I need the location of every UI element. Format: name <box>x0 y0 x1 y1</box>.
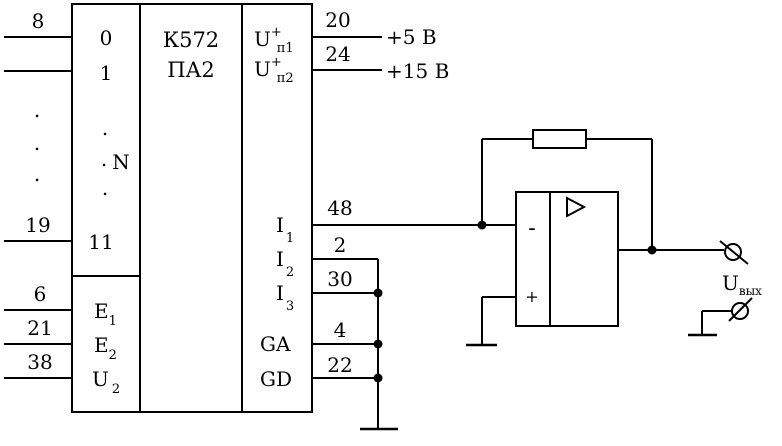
junction-dot-22 <box>373 373 383 383</box>
output-terminal <box>724 243 742 261</box>
chip-name-line1: К572 <box>163 28 219 52</box>
output-label-i3: I3 <box>276 281 294 314</box>
input-label-e1-sub: 1 <box>109 314 117 329</box>
chip-name-line2: ПА2 <box>167 58 215 82</box>
pin-number-21: 21 <box>27 316 52 340</box>
pin-number-38: 38 <box>27 350 52 374</box>
supply-label-up2-sub: п2 <box>277 71 294 86</box>
right-pin-leads <box>312 36 516 431</box>
output-label-i3-sub: 3 <box>286 299 294 314</box>
left-pin-leads <box>4 36 72 379</box>
junction-dot-output <box>647 245 657 255</box>
supply-plus5-label: +5 В <box>386 25 437 49</box>
input-label-e2: E2 <box>94 333 117 363</box>
pin-number-22: 22 <box>327 353 352 377</box>
junction-dot-30 <box>373 288 383 298</box>
output-terminal-slash <box>719 240 749 265</box>
opamp-body <box>515 191 619 327</box>
pin-number-30: 30 <box>327 267 352 291</box>
pin-ellipsis-dot-1: . <box>34 98 40 122</box>
ground-terminal-slash <box>728 297 753 322</box>
opamp-inverting-sign: - <box>528 216 535 241</box>
supply-label-up2: U+п2 <box>254 55 294 86</box>
ground-label-gd: GD <box>260 367 292 391</box>
input-label-e1: E1 <box>94 299 117 329</box>
pin-number-6: 6 <box>34 282 47 306</box>
dac-chip: К572 ПА2 <box>71 3 313 413</box>
input-ellipsis-dot-3: . <box>102 176 108 200</box>
output-label-i1-main: I <box>276 213 284 237</box>
pin-number-20: 20 <box>325 8 350 32</box>
input-label-bit11: 11 <box>88 230 113 254</box>
output-voltage-label-main: U <box>722 271 739 295</box>
supply-label-up1: U+п1 <box>254 25 294 56</box>
output-voltage-label-sub: вых <box>739 284 762 298</box>
output-voltage-label: Uвых <box>722 271 762 298</box>
junction-dot-inverting-input <box>477 220 487 230</box>
opamp-noninverting-sign: + <box>525 287 538 306</box>
opamp-stage: - + Uвых <box>466 129 762 347</box>
input-label-bitN: N <box>112 150 130 174</box>
output-label-i1-sub: 1 <box>286 231 294 246</box>
supply-label-up1-sup: + <box>271 25 282 40</box>
feedback-resistor <box>532 129 587 149</box>
input-label-e2-main: E <box>94 333 109 357</box>
input-label-bit0: 0 <box>100 26 113 50</box>
pin-number-24: 24 <box>325 42 350 66</box>
supply-plus15-label: +15 В <box>386 59 449 83</box>
output-label-i3-main: I <box>276 281 284 305</box>
supply-label-up1-main: U <box>254 27 271 51</box>
input-label-u2-sub: 2 <box>112 382 120 397</box>
pin-ellipsis-dot-2: . <box>34 131 40 155</box>
input-label-u2-main: U <box>92 367 109 391</box>
ground-terminal <box>731 302 749 320</box>
junction-dot-4 <box>373 339 383 349</box>
output-label-i2: I2 <box>276 247 294 280</box>
ground-label-ga: GA <box>260 332 291 356</box>
pin-number-19: 19 <box>25 213 50 237</box>
input-label-e2-sub: 2 <box>109 348 117 363</box>
input-label-bit1: 1 <box>100 61 113 85</box>
pin-number-48: 48 <box>327 196 352 220</box>
input-ellipsis-dot-2: . <box>101 147 107 171</box>
pin-ellipsis-dot-3: . <box>34 162 40 186</box>
input-label-e1-main: E <box>94 299 109 323</box>
output-label-i2-main: I <box>276 247 284 271</box>
supply-label-up2-sup: + <box>271 55 282 70</box>
supply-label-up1-sub: п1 <box>277 41 294 56</box>
supply-label-up2-main: U <box>254 57 271 81</box>
pin-number-2: 2 <box>334 233 347 257</box>
pin-number-4: 4 <box>334 318 347 342</box>
chip-outline <box>71 3 313 413</box>
input-ellipsis-dot-1: . <box>102 116 108 140</box>
pin-number-8: 8 <box>32 9 45 33</box>
output-label-i1: I1 <box>276 213 294 246</box>
output-label-i2-sub: 2 <box>286 265 294 280</box>
opamp-triangle-icon <box>566 196 587 218</box>
